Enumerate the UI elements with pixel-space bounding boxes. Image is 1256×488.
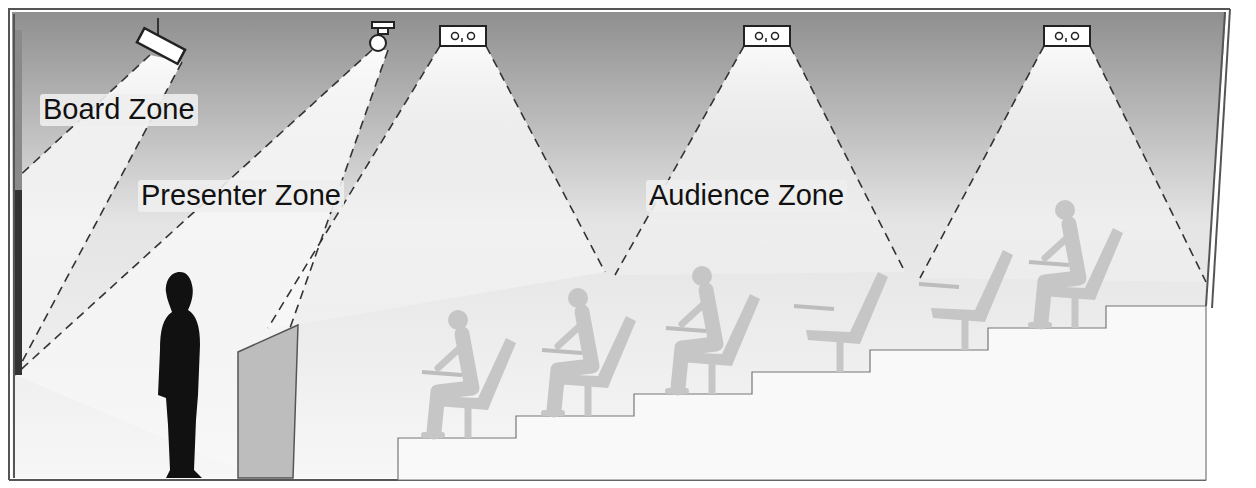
student [568,288,588,308]
lamp [1056,33,1063,40]
lectern [238,325,298,478]
student [1045,236,1069,258]
writing-tablet [422,372,462,375]
student [554,312,592,410]
student [1041,224,1079,322]
lamp [765,38,767,42]
lamp [1072,33,1079,40]
student [544,410,562,416]
light-fixture [1044,26,1090,46]
student [668,388,686,394]
tiered-floor [398,306,1206,480]
room-outline [8,9,1230,480]
student [1055,200,1075,220]
student [558,324,582,346]
step [398,306,1206,480]
lamp [756,33,763,40]
student [678,290,716,388]
student [424,432,442,438]
chair [465,408,472,438]
board [15,30,22,375]
zone-label: Presenter Zone [138,180,344,212]
light-fixture [440,26,486,46]
writing-tablet [794,306,834,309]
student [692,266,712,286]
light-fixture [744,26,790,46]
audience-beam [920,46,1206,282]
lamp [468,33,475,40]
ceiling-lights [440,26,1090,46]
chair [962,320,969,350]
student [448,310,468,330]
board-light [137,18,185,64]
audience-beam [615,46,905,275]
board [15,190,22,375]
seating [422,200,1123,438]
lamp [1065,38,1067,42]
student [1031,322,1049,328]
zone-label: Audience Zone [646,180,847,212]
writing-tablet [919,284,959,287]
presenter [158,272,202,478]
writing-tablet [1029,262,1069,265]
writing-tablet [666,328,706,331]
chair [837,342,844,372]
lamp [772,33,779,40]
lamp [461,38,463,42]
zone-label: Board Zone [40,94,198,126]
chair [585,386,592,416]
chair [1072,298,1079,328]
lamp [452,33,459,40]
chair [709,364,716,394]
spotlight [370,22,394,51]
student [434,334,472,432]
writing-tablet [542,350,582,353]
student [438,346,462,368]
student [682,302,706,324]
